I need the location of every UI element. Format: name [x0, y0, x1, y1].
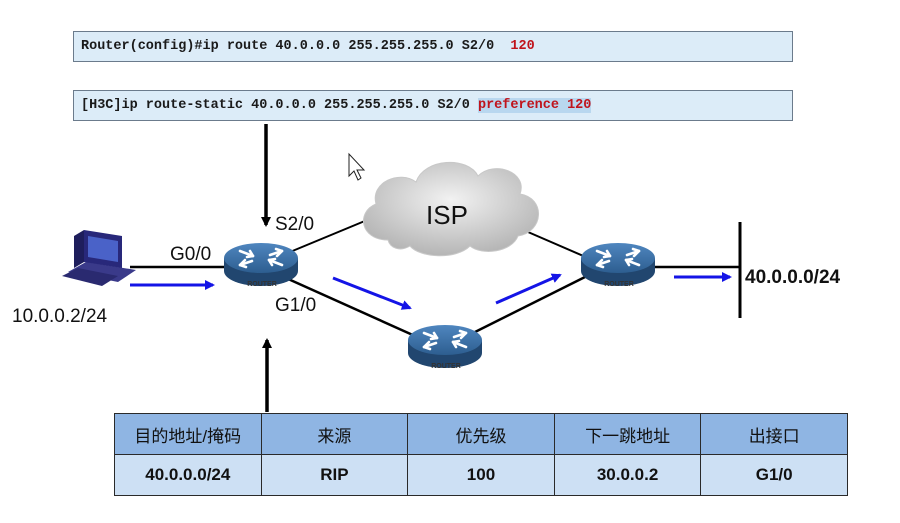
column-header: 目的地址/掩码: [114, 413, 262, 455]
table-cell: 100: [407, 454, 555, 496]
column-header: 出接口: [700, 413, 848, 455]
table-cell: G1/0: [700, 454, 848, 496]
column-header: 下一跳地址: [553, 413, 702, 455]
source-ip-label: 10.0.0.2/24: [12, 306, 108, 327]
router-caption: ROUTER: [431, 363, 461, 370]
link-router1-isp: [289, 217, 373, 253]
table-cell: 30.0.0.2: [553, 454, 702, 496]
router-icon: [222, 241, 300, 288]
interface-label-g0-0: G0/0: [170, 244, 212, 265]
router-icon: [579, 241, 657, 288]
h3c-preference-highlight: preference 120: [477, 98, 592, 113]
router-caption: ROUTER: [247, 281, 277, 288]
table-cell: RIP: [260, 454, 409, 496]
column-header: 优先级: [407, 413, 555, 455]
destination-network-label: 40.0.0.0/24: [745, 267, 841, 288]
interface-label-s2-0: S2/0: [275, 214, 315, 235]
interface-label-g1-0: G1/0: [275, 295, 317, 316]
traffic-arrow-2: [332, 276, 412, 310]
isp-label: ISP: [426, 200, 468, 230]
cisco-command-box: Router(config)#ip route 40.0.0.0 255.255…: [73, 31, 793, 62]
h3c-command-text: [H3C]ip route-static 40.0.0.0 255.255.25…: [81, 98, 478, 113]
link-router1-router2: [285, 276, 416, 338]
router-caption: ROUTER: [604, 281, 634, 288]
link-isp-router3: [527, 231, 589, 259]
cisco-command-text: Router(config)#ip route 40.0.0.0 255.255…: [81, 39, 511, 54]
table-cell: 40.0.0.0/24: [114, 454, 262, 496]
h3c-command-box: [H3C]ip route-static 40.0.0.0 255.255.25…: [73, 90, 793, 121]
link-router2-router3: [474, 275, 586, 334]
router-icon: [406, 323, 484, 370]
cloud-icon: [363, 162, 539, 257]
computer-icon: [62, 230, 136, 286]
routing-table-header-row: 目的地址/掩码 来源 优先级 下一跳地址 出接口: [114, 413, 848, 455]
traffic-arrow-3: [495, 273, 562, 305]
column-header: 来源: [260, 413, 409, 455]
cursor-icon: [348, 152, 366, 181]
routing-table: 目的地址/掩码 来源 优先级 下一跳地址 出接口 40.0.0.0/24 RIP…: [114, 413, 848, 496]
table-row: 40.0.0.0/24 RIP 100 30.0.0.2 G1/0: [114, 454, 848, 496]
cisco-preference-value: 120: [510, 39, 535, 54]
